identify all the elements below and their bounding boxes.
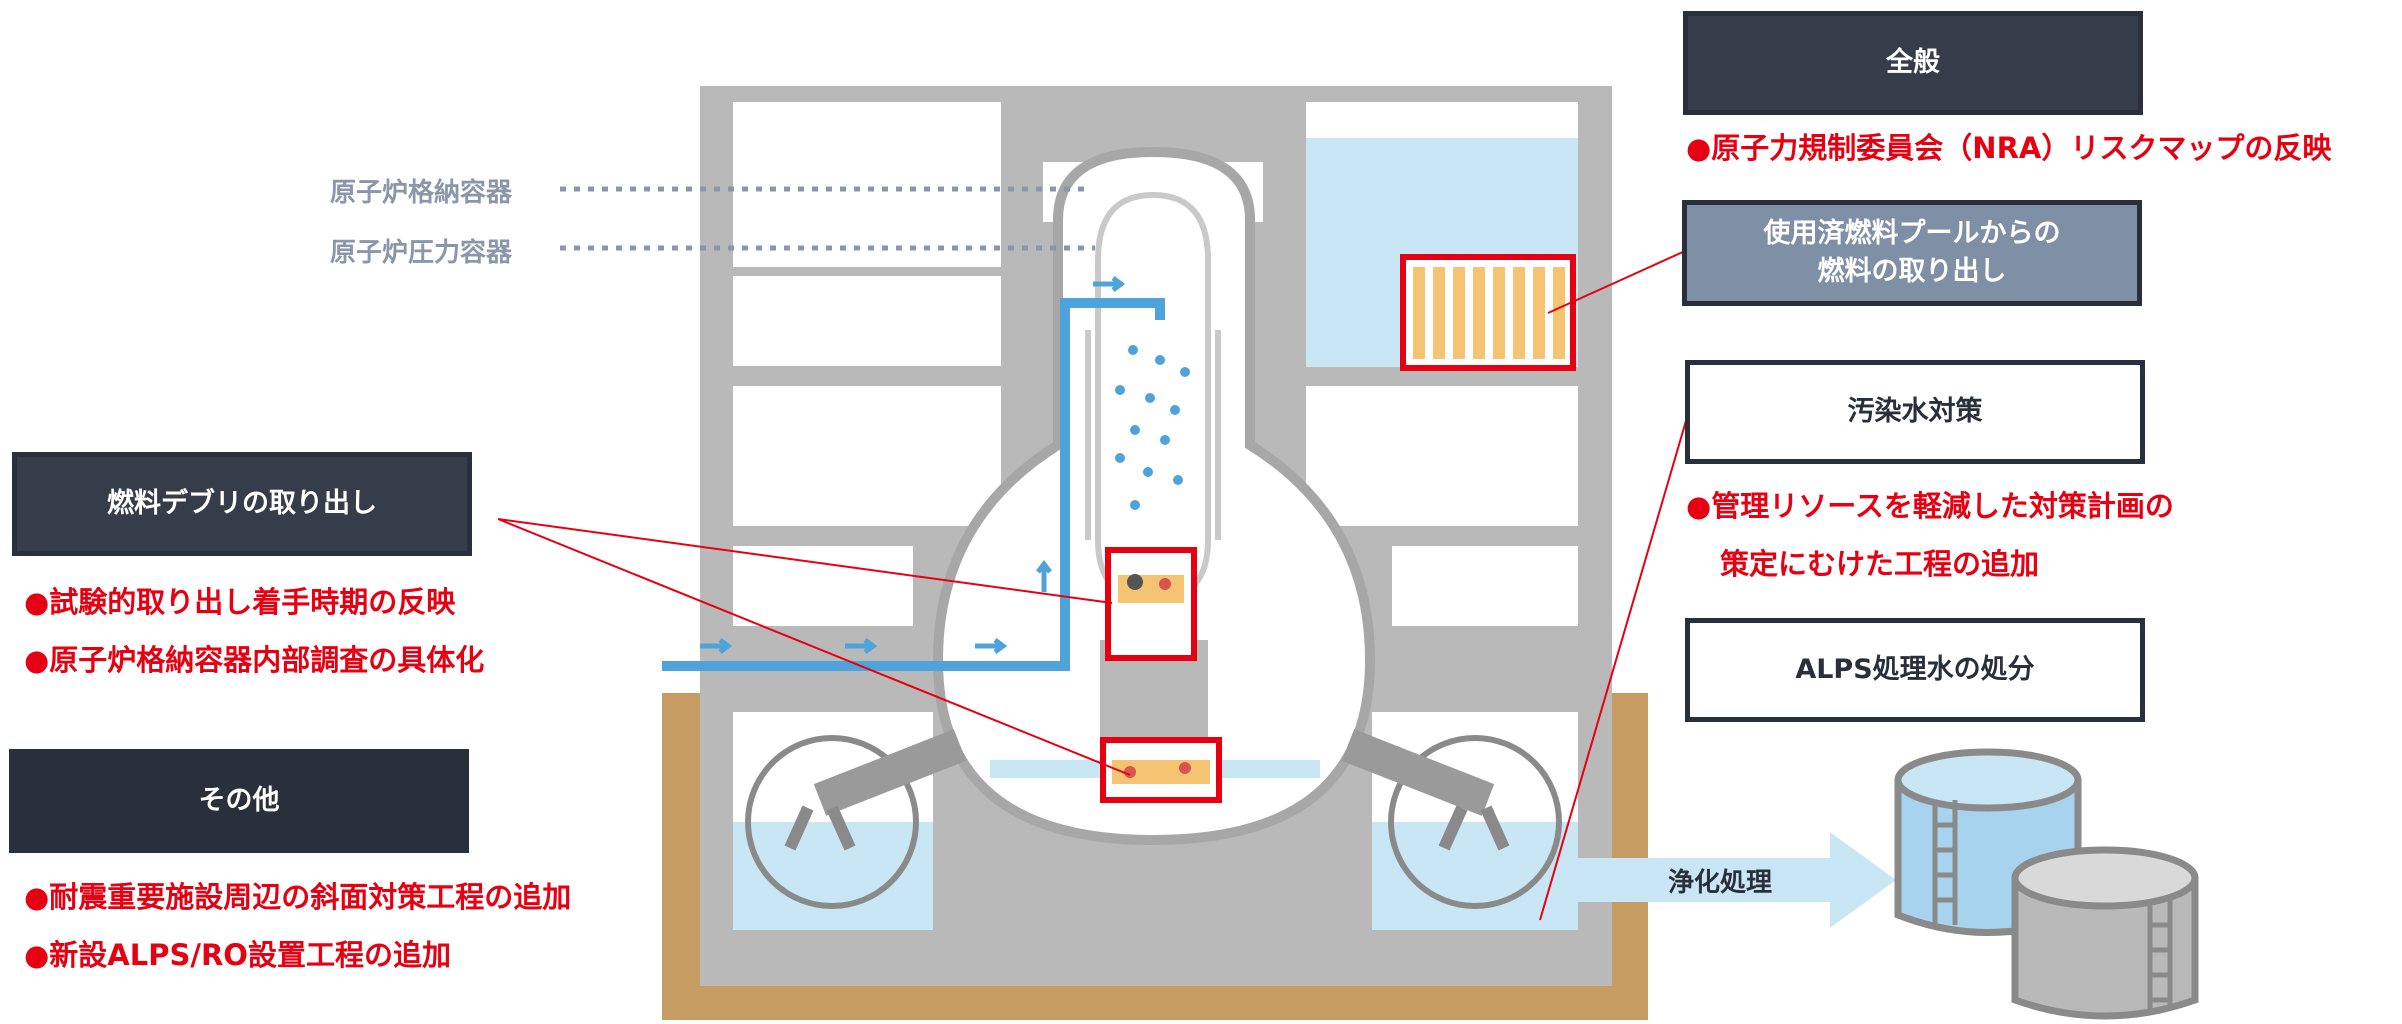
- note-contaminated-water-2: 策定にむけた工程の追加: [1720, 544, 2039, 584]
- debris-spot: [1124, 766, 1136, 778]
- box-spent-fuel-line1: 使用済燃料プールからの: [1764, 215, 2061, 253]
- box-spent-fuel: 使用済燃料プールからの 燃料の取り出し: [1682, 200, 2142, 306]
- room: [733, 276, 1001, 366]
- note-general: ●原子力規制委員会（NRA）リスクマップの反映: [1686, 128, 2331, 168]
- fuel-rack-highlight: [1403, 257, 1573, 368]
- debris-vessel-highlight: [1108, 550, 1194, 658]
- box-others: その他: [9, 749, 469, 853]
- debris-spot: [1179, 762, 1191, 774]
- label-containment-vessel: 原子炉格納容器: [330, 172, 512, 209]
- room: [733, 102, 1001, 267]
- box-alps-water-label: ALPS処理水の処分: [1795, 651, 2034, 689]
- box-general: 全般: [1683, 11, 2143, 115]
- torus-water-right: [1372, 822, 1578, 930]
- torus-water-left: [733, 822, 933, 930]
- room: [1392, 546, 1578, 626]
- note-others-1: ●耐震重要施設周辺の斜面対策工程の追加: [24, 877, 571, 917]
- box-contaminated-water-label: 汚染水対策: [1848, 393, 1983, 431]
- note-fuel-debris-1: ●試験的取り出し着手時期の反映: [24, 582, 455, 622]
- room: [1306, 386, 1578, 526]
- box-contaminated-water: 汚染水対策: [1685, 360, 2145, 464]
- label-purification: 浄化処理: [1668, 862, 1772, 899]
- box-alps-water: ALPS処理水の処分: [1685, 618, 2145, 722]
- debris-spot: [1159, 578, 1171, 590]
- note-contaminated-water-1: ●管理リソースを軽減した対策計画の: [1686, 486, 2174, 526]
- room: [733, 386, 1001, 526]
- box-general-label: 全般: [1886, 44, 1940, 82]
- box-spent-fuel-line2: 燃料の取り出し: [1818, 253, 2007, 291]
- box-fuel-debris-label: 燃料デブリの取り出し: [107, 485, 377, 523]
- box-others-label: その他: [199, 782, 280, 820]
- note-others-2: ●新設ALPS/RO設置工程の追加: [24, 935, 451, 975]
- debris-spot: [1127, 574, 1143, 590]
- room: [733, 546, 913, 626]
- note-fuel-debris-2: ●原子炉格納容器内部調査の具体化: [24, 640, 484, 680]
- box-fuel-debris: 燃料デブリの取り出し: [12, 452, 472, 556]
- storage-tank-front: [2015, 850, 2195, 1016]
- label-pressure-vessel: 原子炉圧力容器: [330, 232, 512, 269]
